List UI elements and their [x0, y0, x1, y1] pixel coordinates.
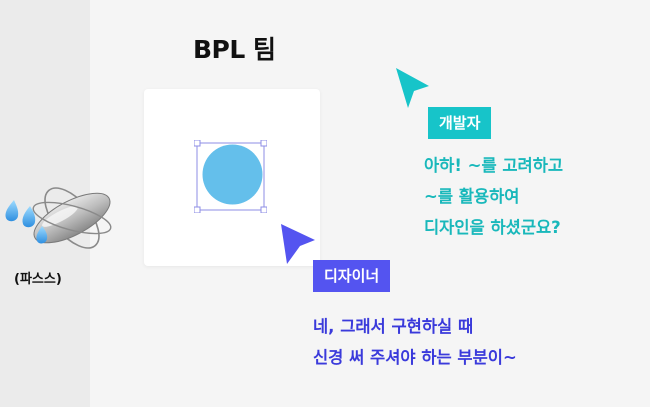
developer-cursor-icon	[396, 68, 429, 108]
developer-quote: 아하! ~를 고려하고 ~를 활용하여 디자인을 하셨군요?	[424, 150, 563, 243]
designer-quote-line: 네, 그래서 구현하실 때	[313, 317, 474, 336]
developer-quote-line: 디자인을 하셨군요?	[424, 218, 561, 237]
blimp-with-sweat-drops-icon	[5, 187, 112, 249]
developer-quote-line: 아하! ~를 고려하고	[424, 156, 564, 175]
designer-cursor-icon	[281, 224, 315, 264]
mascot-label: (파스스)	[14, 272, 62, 287]
selected-circle-shape[interactable]	[194, 140, 267, 213]
designer-tag: 디자이너	[313, 260, 391, 292]
developer-quote-line: ~를 활용하여	[424, 187, 520, 206]
designer-quote-line: 신경 써 주셔야 하는 부분이~	[313, 348, 517, 367]
developer-tag: 개발자	[428, 107, 492, 139]
page-title: BPL 팀	[193, 35, 276, 64]
designer-quote: 네, 그래서 구현하실 때 신경 써 주셔야 하는 부분이~	[313, 311, 517, 373]
